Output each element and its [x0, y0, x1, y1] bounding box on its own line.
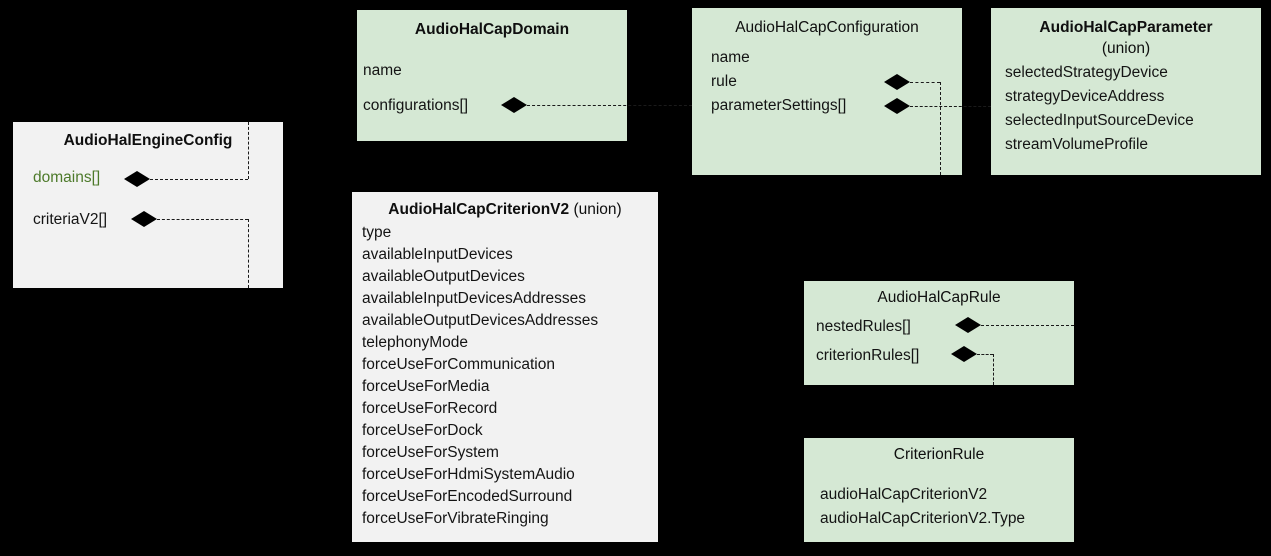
class-box-criterion-rule[interactable]: CriterionRule audioHalCapCriterionV2 aud…	[804, 438, 1074, 542]
composition-diamond-criteria-v2	[131, 211, 157, 227]
attribute-criteria-v2: criteriaV2[]	[33, 211, 108, 228]
composition-diamond-configurations	[501, 97, 527, 113]
attribute-available-input-devices: availableInputDevices	[362, 246, 513, 263]
class-title-audio-hal-engine-config: AudioHalEngineConfig	[63, 132, 233, 149]
connector-criterion-rules-vertical	[993, 354, 994, 385]
attribute-strategy-device-address: strategyDeviceAddress	[1005, 88, 1165, 105]
class-box-audio-hal-engine-config[interactable]: AudioHalEngineConfig domains[] criteriaV…	[13, 122, 283, 288]
attribute-rule: rule	[711, 73, 737, 90]
attribute-force-use-for-encoded-surround: forceUseForEncodedSurround	[362, 488, 573, 505]
class-title-audio-hal-cap-domain: AudioHalCapDomain	[414, 21, 570, 38]
connector-criterion-rules-horizontal	[977, 354, 993, 355]
class-box-audio-hal-cap-criterion-v2[interactable]: AudioHalCapCriterionV2 (union) type avai…	[352, 192, 658, 542]
composition-diamond-parameter-settings	[884, 98, 910, 114]
connector-parameter-settings-horizontal	[910, 106, 991, 107]
class-title-audio-hal-cap-parameter: AudioHalCapParameter	[991, 20, 1261, 36]
attribute-criterion-rules: criterionRules[]	[816, 347, 920, 364]
connector-criteria-v2-vertical	[248, 219, 249, 288]
class-title-audio-hal-cap-criterion-v2: AudioHalCapCriterionV2 (union)	[352, 202, 658, 218]
connector-domains-vertical	[248, 122, 249, 179]
attribute-name: name	[711, 49, 750, 66]
attribute-force-use-for-media: forceUseForMedia	[362, 378, 490, 395]
class-box-audio-hal-cap-domain[interactable]: AudioHalCapDomain name configurations[]	[357, 10, 627, 141]
connector-configurations-horizontal	[527, 105, 692, 106]
connector-criteria-v2-horizontal	[157, 219, 248, 220]
class-title-audio-hal-cap-configuration: AudioHalCapConfiguration	[735, 19, 919, 36]
class-title-text: AudioHalCapCriterionV2	[388, 201, 570, 218]
class-title-union-suffix: (union)	[1101, 40, 1151, 57]
class-box-audio-hal-cap-rule[interactable]: AudioHalCapRule nestedRules[] criterionR…	[804, 281, 1074, 385]
composition-diamond-nested-rules	[955, 317, 981, 333]
attribute-force-use-for-system: forceUseForSystem	[362, 444, 499, 461]
connector-rule-vertical	[940, 82, 941, 175]
attribute-stream-volume-profile: streamVolumeProfile	[1005, 136, 1149, 153]
attribute-available-output-devices-addresses: availableOutputDevicesAddresses	[362, 312, 599, 329]
attribute-type: type	[362, 224, 392, 241]
connector-rule-horizontal	[910, 82, 940, 83]
attribute-force-use-for-dock: forceUseForDock	[362, 422, 483, 439]
attribute-force-use-for-communication: forceUseForCommunication	[362, 356, 555, 373]
attribute-configurations: configurations[]	[363, 97, 469, 114]
connector-domains-horizontal	[150, 179, 248, 180]
attribute-available-input-devices-addresses: availableInputDevicesAddresses	[362, 290, 587, 307]
attribute-selected-input-source-device: selectedInputSourceDevice	[1005, 112, 1194, 129]
connector-nested-rules-horizontal	[981, 325, 1074, 326]
composition-diamond-domains	[124, 171, 150, 187]
attribute-name: name	[363, 62, 402, 79]
attribute-nested-rules: nestedRules[]	[816, 318, 911, 335]
class-title-audio-hal-cap-rule: AudioHalCapRule	[877, 289, 1001, 306]
class-box-audio-hal-cap-parameter[interactable]: AudioHalCapParameter (union) selectedStr…	[991, 8, 1261, 175]
class-title-criterion-rule: CriterionRule	[893, 446, 985, 463]
attribute-selected-strategy-device: selectedStrategyDevice	[1005, 64, 1168, 81]
attribute-audio-hal-cap-criterion-v2: audioHalCapCriterionV2	[820, 486, 988, 503]
attribute-force-use-for-record: forceUseForRecord	[362, 400, 498, 417]
composition-diamond-rule	[884, 74, 910, 90]
class-title-text: AudioHalCapParameter	[1039, 19, 1213, 36]
class-box-audio-hal-cap-configuration[interactable]: AudioHalCapConfiguration name rule param…	[692, 8, 962, 175]
attribute-telephony-mode: telephonyMode	[362, 334, 468, 351]
attribute-force-use-for-hdmi-system-audio: forceUseForHdmiSystemAudio	[362, 466, 575, 483]
attribute-force-use-for-vibrate-ringing: forceUseForVibrateRinging	[362, 510, 549, 527]
composition-diamond-criterion-rules	[951, 346, 977, 362]
class-title-union-suffix: (union)	[573, 201, 622, 218]
attribute-parameter-settings: parameterSettings[]	[711, 97, 847, 114]
attribute-audio-hal-cap-criterion-v2-type: audioHalCapCriterionV2.Type	[820, 510, 1026, 527]
attribute-domains: domains[]	[33, 169, 101, 186]
attribute-available-output-devices: availableOutputDevices	[362, 268, 525, 285]
